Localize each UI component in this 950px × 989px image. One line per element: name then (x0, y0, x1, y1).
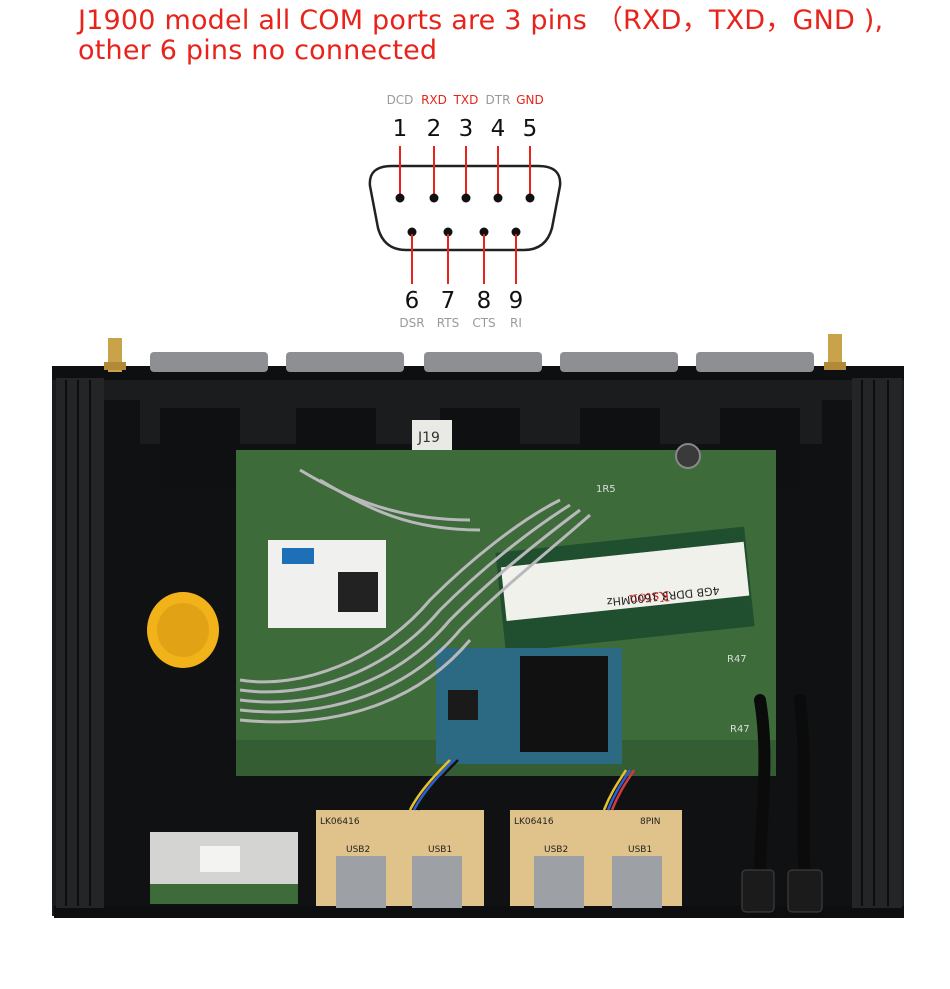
ram-brand-label: Kston (628, 587, 670, 607)
usb-board-left (316, 810, 484, 908)
headline-line-2: other 6 pins no connected (78, 35, 438, 66)
usb-left-port-b-label: USB1 (428, 845, 452, 855)
pin-2-signal-label: RXD (421, 93, 447, 107)
pin-8-contact (479, 227, 489, 237)
pin-5-contact (525, 193, 535, 203)
pin-6-number: 6 (405, 288, 420, 314)
pin-7-contact (443, 227, 453, 237)
pin-7-number: 7 (441, 288, 456, 314)
pin-4-signal-label: DTR (486, 93, 511, 107)
resistor-label-1: R47 (727, 654, 747, 665)
pin-9-number: 9 (509, 288, 524, 314)
ram-module: Kston 4GB DDR3 1600MHz (495, 526, 755, 653)
usb-board-right (510, 810, 682, 908)
pin-9-contact (511, 227, 521, 237)
pin-1-number: 1 (393, 116, 408, 142)
pin-8-signal-label: CTS (472, 316, 495, 330)
pin-6-contact (407, 227, 417, 237)
model-label-tag (412, 420, 452, 450)
pin-3-number: 3 (459, 116, 474, 142)
pin-7-signal-label: RTS (437, 316, 459, 330)
usb-right-port-b-label: USB1 (628, 845, 652, 855)
pin-5-number: 5 (523, 116, 538, 142)
model-label: J19 (417, 430, 440, 446)
pin-3-contact (461, 193, 471, 203)
pin-2-number: 2 (427, 116, 442, 142)
antenna-right (824, 334, 846, 370)
pin-4-number: 4 (491, 116, 506, 142)
cable-connectors (741, 869, 823, 913)
headline-line-1: J1900 model all COM ports are 3 pins （RX… (78, 5, 884, 36)
db9-connector-outline (368, 164, 562, 252)
inductor-label: 1R5 (596, 484, 616, 495)
pin-6-signal-label: DSR (399, 316, 424, 330)
pin-8-number: 8 (477, 288, 492, 314)
pin-9-signal-label: RI (510, 316, 522, 330)
power-cables (754, 694, 812, 896)
antenna-left (104, 338, 126, 372)
coin-cell-battery (147, 592, 219, 668)
chassis-fins (65, 380, 889, 906)
pin-header-label: 8PIN (640, 817, 661, 827)
pin-3-signal-label: TXD (453, 93, 479, 107)
usb-wire-bundles (408, 759, 636, 811)
chassis-right-wall (852, 378, 902, 908)
capacitor (675, 443, 701, 469)
pin-2-contact (429, 193, 439, 203)
msata-ssd (436, 648, 622, 764)
headline: J1900 model all COM ports are 3 pins （RX… (78, 6, 938, 66)
pin-1-signal-label: DCD (387, 93, 414, 107)
resistor-label-2: R47 (730, 724, 750, 735)
pin-5-signal-label: GND (516, 93, 544, 107)
usb-left-port-a-label: USB2 (346, 845, 370, 855)
pin-1-contact (395, 193, 405, 203)
usb-board-left-id: LK06416 (320, 817, 360, 827)
wifi-card (268, 540, 386, 628)
chassis-left-wall (56, 378, 104, 908)
vga-bracket (150, 832, 298, 904)
usb-right-port-a-label: USB2 (544, 845, 568, 855)
ribbon-cables (239, 468, 591, 724)
usb-board-right-id: LK06416 (514, 817, 554, 827)
chassis-bottom-rail (54, 906, 904, 918)
pin-4-contact (493, 193, 503, 203)
